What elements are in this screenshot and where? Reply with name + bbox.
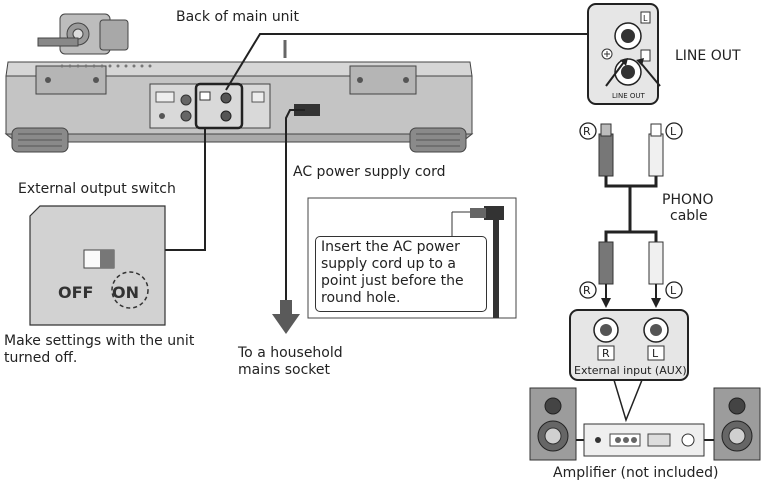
ac-power-supply-cord-label: AC power supply cord [293, 164, 446, 180]
connector-lines [158, 33, 592, 310]
plug-l-lower: L [670, 284, 677, 297]
to-household-label: To a household mains socket [238, 345, 343, 378]
make-settings-note: Make settings with the unit turned off. [4, 333, 195, 366]
turntable-main-unit [4, 13, 474, 153]
external-switch-zoom [29, 205, 166, 326]
plug-r-lower: R [583, 284, 591, 297]
external-input-label: External input (AUX) [574, 364, 687, 377]
line-out-zoom [587, 3, 659, 105]
switch-on-label: ON [112, 283, 139, 302]
external-input-box [569, 309, 689, 423]
line-out-zoom-label: LINE OUT [612, 92, 645, 100]
amplifier-label: Amplifier (not included) [553, 465, 719, 481]
switch-off-label: OFF [58, 283, 93, 302]
amplifier-with-speakers [529, 387, 761, 461]
ac-cord-callout: Insert the AC power supply cord up to a … [315, 236, 487, 312]
external-output-switch-label: External output switch [18, 181, 176, 197]
jack-l-label: L [652, 347, 659, 360]
back-of-main-unit-label: Back of main unit [176, 9, 299, 25]
line-out-jack-l-label: L [643, 14, 648, 23]
ac-cord-callout-text: Insert the AC power supply cord up to a … [321, 239, 464, 306]
phono-cable [579, 58, 683, 308]
plug-l-upper: L [670, 125, 677, 138]
line-out-label: LINE OUT [675, 48, 741, 64]
plug-r-upper: R [583, 125, 591, 138]
jack-r-label: R [602, 347, 610, 360]
phono-cable-label-line1: PHONO [662, 192, 714, 208]
phono-cable-label-line2: cable [670, 208, 708, 224]
down-arrow-icon [272, 300, 300, 334]
